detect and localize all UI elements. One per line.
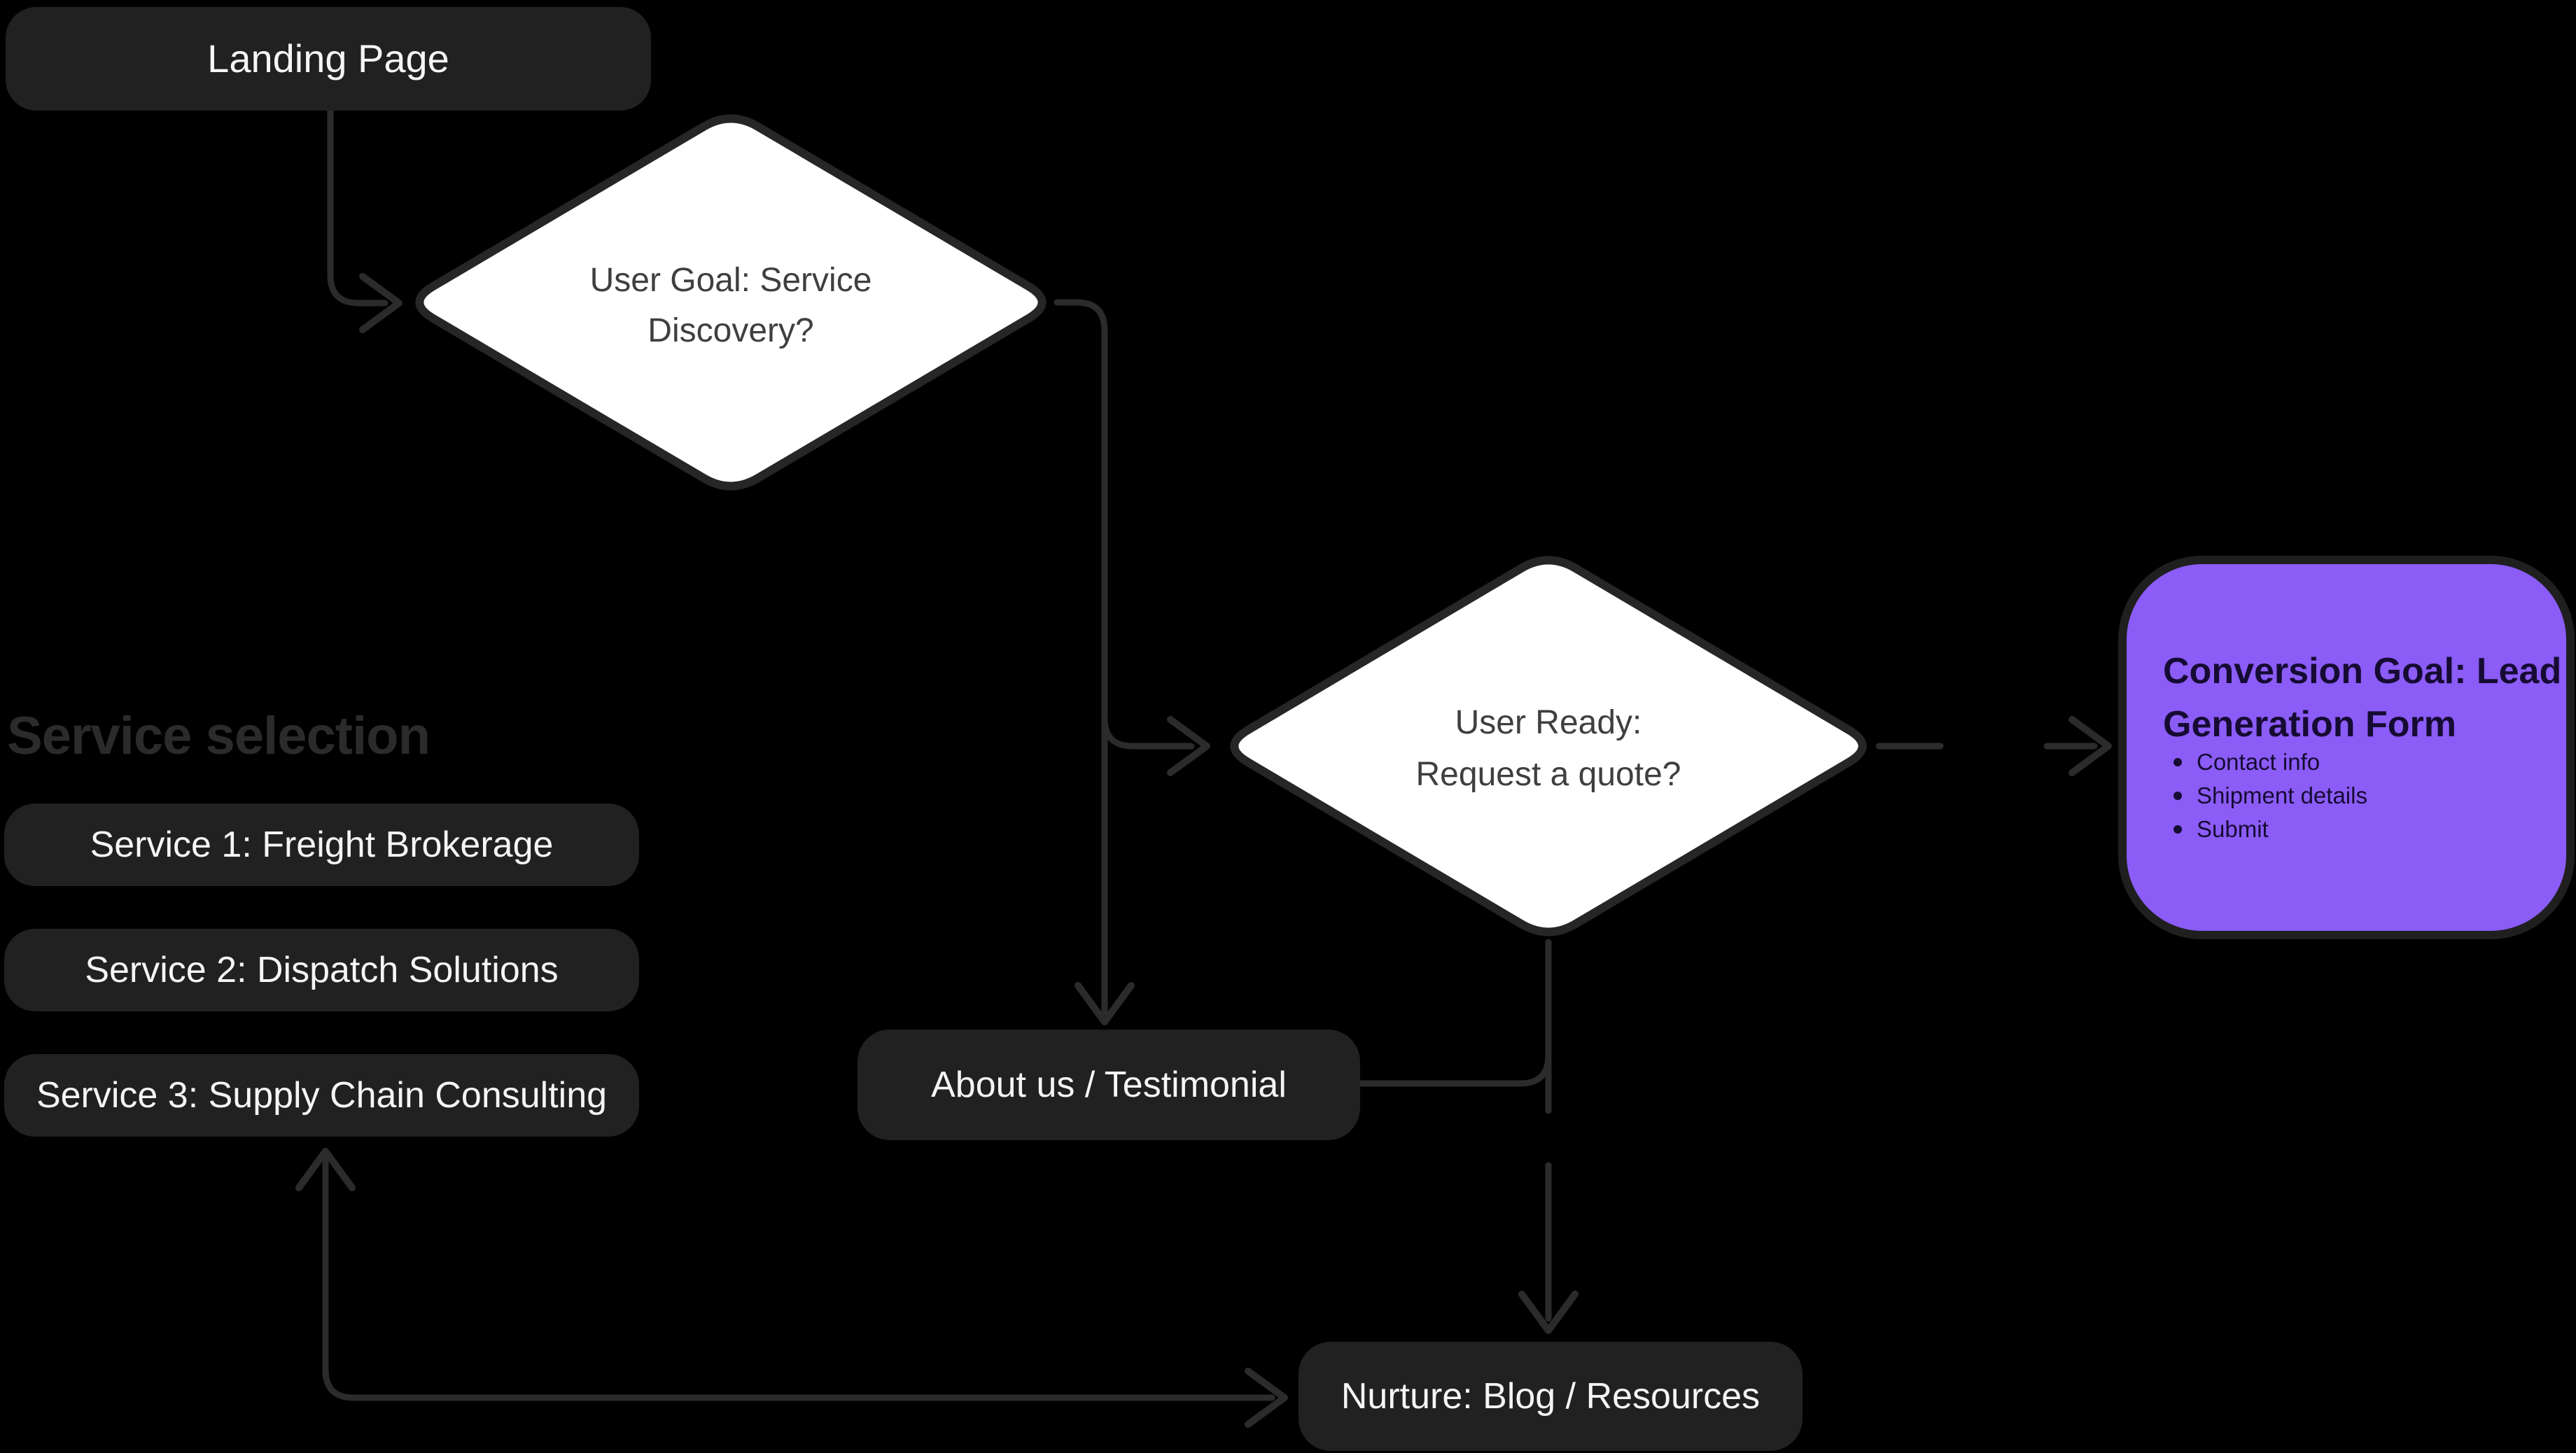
node-about-us[interactable]: About us / Testimonial (858, 1030, 1360, 1140)
bullet-item: Contact info (2127, 745, 2367, 779)
label-line: Request a quote? (1415, 756, 1681, 793)
arrowhead-into-discovery (359, 273, 402, 333)
node-service-2[interactable]: Service 2: Dispatch Solutions (4, 929, 639, 1011)
node-label: Nurture: Blog / Resources (1340, 1375, 1760, 1417)
node-label: Landing Page (207, 36, 449, 81)
discovery-diamond-label: User Goal: Service Discovery? (521, 255, 941, 356)
node-service-1[interactable]: Service 1: Freight Brokerage (4, 803, 639, 886)
node-label: Service 3: Supply Chain Consulting (36, 1074, 608, 1116)
edge-discovery-to-quote[interactable] (1101, 715, 1195, 750)
bullet-item: Shipment details (2127, 779, 2367, 813)
arrowhead-into-nurture-top (1518, 1291, 1578, 1334)
quote-diamond-label: User Ready: Request a quote? (1303, 697, 1793, 801)
node-service-3[interactable]: Service 3: Supply Chain Consulting (4, 1054, 639, 1137)
label-line: User Ready: (1455, 704, 1642, 741)
edge-discovery-to-about[interactable] (1054, 299, 1108, 1016)
label-line: User Goal: Service (589, 262, 872, 299)
decision-quote-diamond[interactable] (1230, 556, 1867, 936)
arrowhead-into-service3 (295, 1148, 356, 1191)
node-label: About us / Testimonial (931, 1064, 1287, 1105)
edge-landing-to-discovery[interactable] (327, 107, 388, 307)
node-label: Service 2: Dispatch Solutions (85, 949, 559, 990)
arrowhead-into-quote (1167, 716, 1210, 776)
label-line: Discovery? (648, 312, 814, 349)
arrowhead-into-conversion (2068, 716, 2112, 776)
arrowhead-into-about (1074, 982, 1135, 1025)
decision-discovery-diamond[interactable] (415, 114, 1046, 491)
conversion-bullet-list: Contact info Shipment details Submit (2127, 745, 2367, 846)
title-line: Generation Form (2163, 704, 2456, 745)
section-title: Service selection (7, 706, 430, 766)
bullet-item: Submit (2127, 813, 2367, 846)
node-label: Service 1: Freight Brokerage (90, 824, 554, 865)
conversion-title: Conversion Goal: Lead Generation Form (2163, 645, 2569, 751)
node-nurture[interactable]: Nurture: Blog / Resources (1298, 1342, 1802, 1451)
node-conversion-goal[interactable]: Conversion Goal: Lead Generation Form Co… (2118, 556, 2575, 939)
arrowhead-into-nurture-left (1245, 1368, 1288, 1428)
edge-nurture-service3-loop[interactable] (322, 1154, 1275, 1401)
title-line: Conversion Goal: Lead (2163, 651, 2562, 692)
node-landing-page[interactable]: Landing Page (6, 7, 651, 111)
edge-about-merge[interactable] (1357, 1052, 1552, 1087)
